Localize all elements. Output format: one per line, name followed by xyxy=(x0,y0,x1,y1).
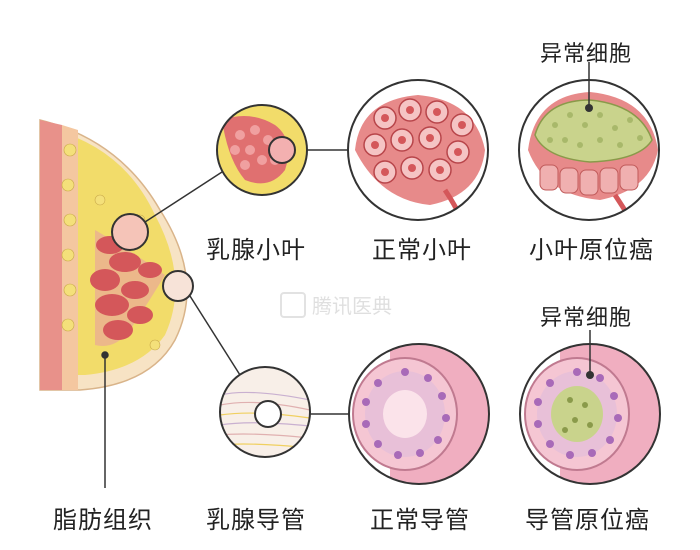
label-lcis: 小叶原位癌 xyxy=(529,236,654,264)
label-normal-lobule: 正常小叶 xyxy=(372,236,472,264)
normal-lobule-illustration xyxy=(347,79,489,221)
watermark-logo-icon xyxy=(280,291,306,318)
breast-cross-section xyxy=(39,119,188,391)
dcis-illustration xyxy=(519,330,661,485)
label-abnormal-cells-bottom: 异常细胞 xyxy=(540,306,633,331)
connector-lines xyxy=(101,149,349,488)
label-dcis: 导管原位癌 xyxy=(525,506,650,534)
duct-marker xyxy=(162,270,194,302)
label-mammary-duct: 乳腺导管 xyxy=(206,506,306,534)
lobule-marker xyxy=(111,213,149,251)
label-fat-tissue: 脂肪组织 xyxy=(53,506,153,534)
lcis-illustration xyxy=(518,62,660,221)
watermark: 腾讯医典 xyxy=(280,290,392,319)
normal-duct-illustration xyxy=(348,343,490,485)
label-normal-duct: 正常导管 xyxy=(370,506,470,534)
label-mammary-lobule: 乳腺小叶 xyxy=(206,236,306,264)
label-abnormal-cells-top: 异常细胞 xyxy=(540,42,633,67)
lobule-zoom xyxy=(216,104,308,196)
watermark-text: 腾讯医典 xyxy=(312,294,392,318)
duct-zoom xyxy=(219,366,311,458)
